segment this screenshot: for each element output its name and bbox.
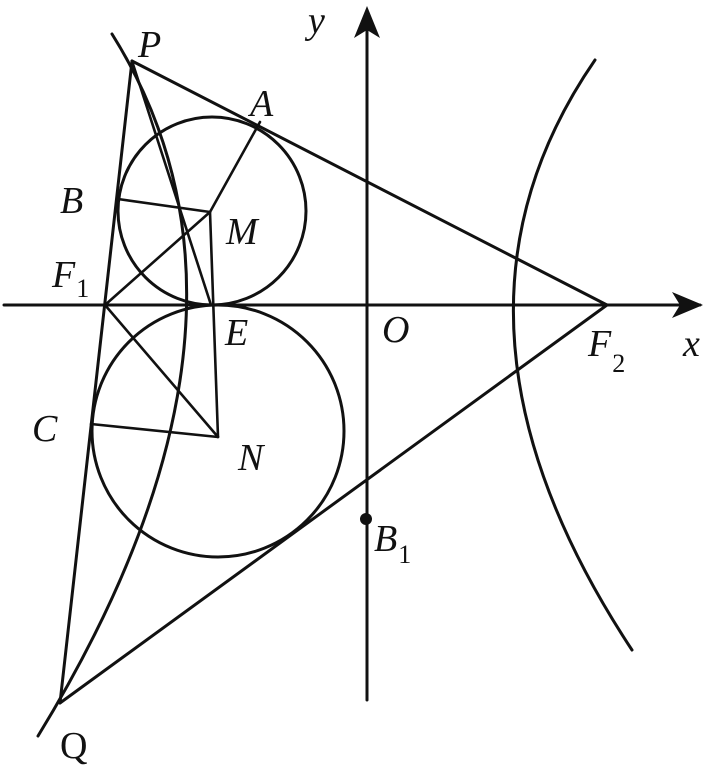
y-axis-arrow [354,6,380,38]
segment-F1N [103,303,220,439]
label-F2: F2 [587,323,625,378]
label-x-axis: x [682,323,700,365]
label-O: O [382,309,409,351]
segment-MA [208,120,262,214]
label-B: B [60,180,83,222]
label-C: C [32,408,58,450]
segment-F1M [103,210,212,307]
label-B1: B1 [374,518,411,569]
label-M: M [225,211,260,253]
label-P: P [137,24,161,66]
x-axis-arrow [672,292,703,318]
segment-P-through-E [130,59,213,307]
segment-PF2 [130,59,609,307]
hyperbola-left-branch [36,32,189,738]
point-B1-dot [360,513,372,525]
segment-MB [116,197,212,214]
label-F1: F1 [51,254,89,303]
segment-QF2 [58,303,609,705]
segment-MN [208,210,220,439]
label-A: A [247,83,274,125]
label-Q: Q [60,725,87,767]
hyperbola-right-branch [511,58,634,652]
segment-PQ [58,59,134,705]
segment-NC [89,422,220,439]
label-N: N [237,437,266,479]
label-y-axis: y [304,0,325,42]
label-E: E [224,312,248,354]
